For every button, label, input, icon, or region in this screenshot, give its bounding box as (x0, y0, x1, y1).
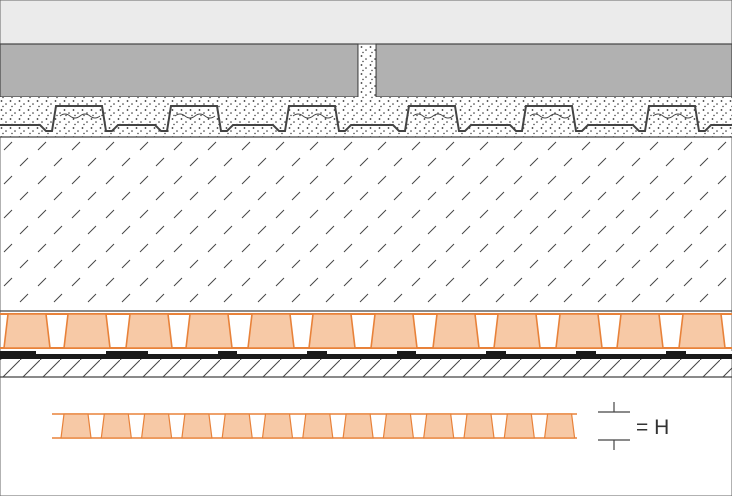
legend: = H (52, 402, 669, 450)
tile-covering (0, 43, 732, 98)
grout-joint (357, 43, 377, 99)
height-dimension-symbol (598, 402, 630, 450)
drainage-mat (0, 313, 732, 349)
background (0, 0, 732, 44)
uncoupling-membrane-with-thinset (0, 97, 732, 138)
legend-drainage-mat-symbol (52, 413, 577, 439)
screed (0, 138, 732, 312)
waterproofing-membrane (0, 351, 732, 359)
substrate (0, 359, 732, 378)
legend-height-label: = H (636, 416, 669, 439)
